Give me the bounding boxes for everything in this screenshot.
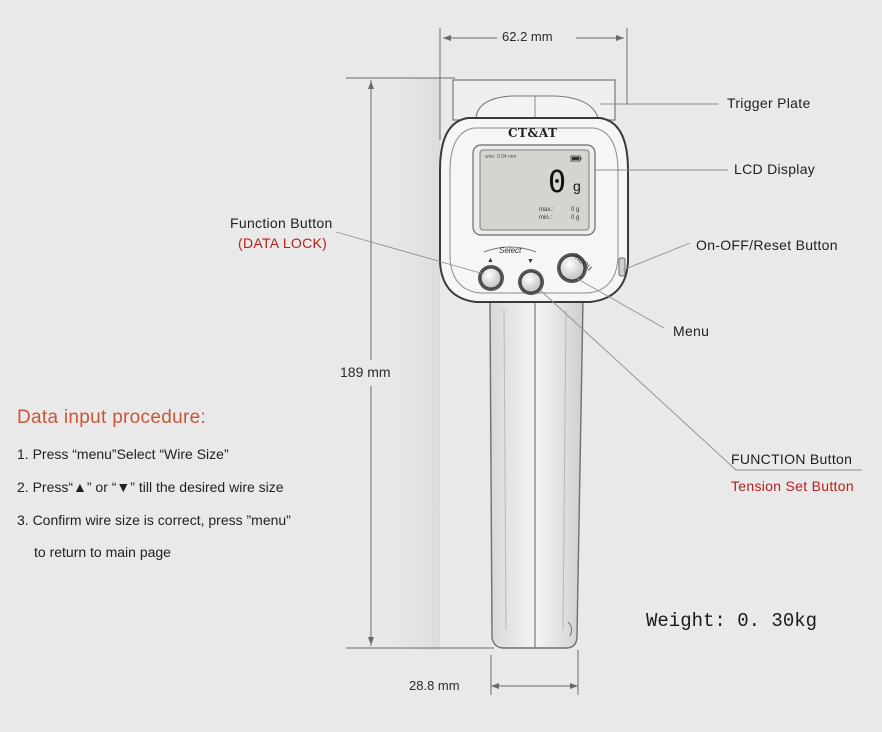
button-arcs (483, 246, 537, 253)
lcd-min-label: min.: (539, 215, 553, 221)
callout-on-off-reset: On-OFF/Reset Button (696, 237, 838, 253)
callout-lcd-display: LCD Display (734, 161, 816, 177)
callout-function-button: Function Button (230, 215, 333, 231)
weight-label: Weight: 0. 30kg (646, 610, 818, 632)
callout-function-button-caps: FUNCTION Button (731, 451, 853, 467)
select-label: Select (499, 246, 522, 255)
procedure-step-3-continued: to return to main page (34, 544, 171, 560)
procedure-title: Data input procedure: (17, 407, 207, 428)
function-button[interactable] (478, 265, 504, 291)
height-dimension: 189 mm (340, 364, 391, 380)
callout-trigger-plate: Trigger Plate (727, 95, 811, 111)
lcd-display (472, 144, 596, 236)
callout-data-lock: (DATA LOCK) (238, 235, 328, 251)
width-dimension: 62.2 mm (502, 29, 553, 44)
lcd-wire-text: wire: 0.04 mm (485, 154, 517, 160)
dimension-arrowheads (368, 35, 624, 689)
handle-width-dimension: 28.8 mm (409, 678, 460, 693)
power-side-button[interactable] (618, 257, 626, 277)
trigger-plate (452, 79, 616, 121)
up-arrow-icon: ▲ (487, 257, 494, 264)
lcd-reading-value: 0 (548, 165, 567, 200)
procedure-step-1: 1. Press “menu”Select “Wire Size” (17, 446, 229, 462)
callout-menu: Menu (673, 323, 710, 339)
dimension-lines (346, 28, 628, 695)
lcd-min-value: 0 g (571, 215, 580, 221)
menu-button[interactable] (557, 253, 587, 283)
shadow-block (368, 78, 440, 650)
lcd-max-value: 0 g (571, 207, 580, 213)
brand-logo: CT&AT (508, 126, 558, 140)
lcd-reading-unit: g (573, 178, 581, 194)
battery-icon (570, 155, 582, 162)
procedure-step-3: 3. Confirm wire size is correct, press ”… (17, 512, 291, 528)
tension-set-button[interactable] (518, 269, 544, 295)
lcd-max-label: max.: (539, 207, 554, 213)
leader-lines (335, 103, 862, 471)
procedure-step-2: 2. Press“▲” or “▼” till the desired wire… (17, 479, 284, 495)
callout-tension-set: Tension Set Button (731, 478, 854, 494)
handle (489, 299, 584, 649)
down-arrow-icon: ▼ (527, 258, 534, 265)
